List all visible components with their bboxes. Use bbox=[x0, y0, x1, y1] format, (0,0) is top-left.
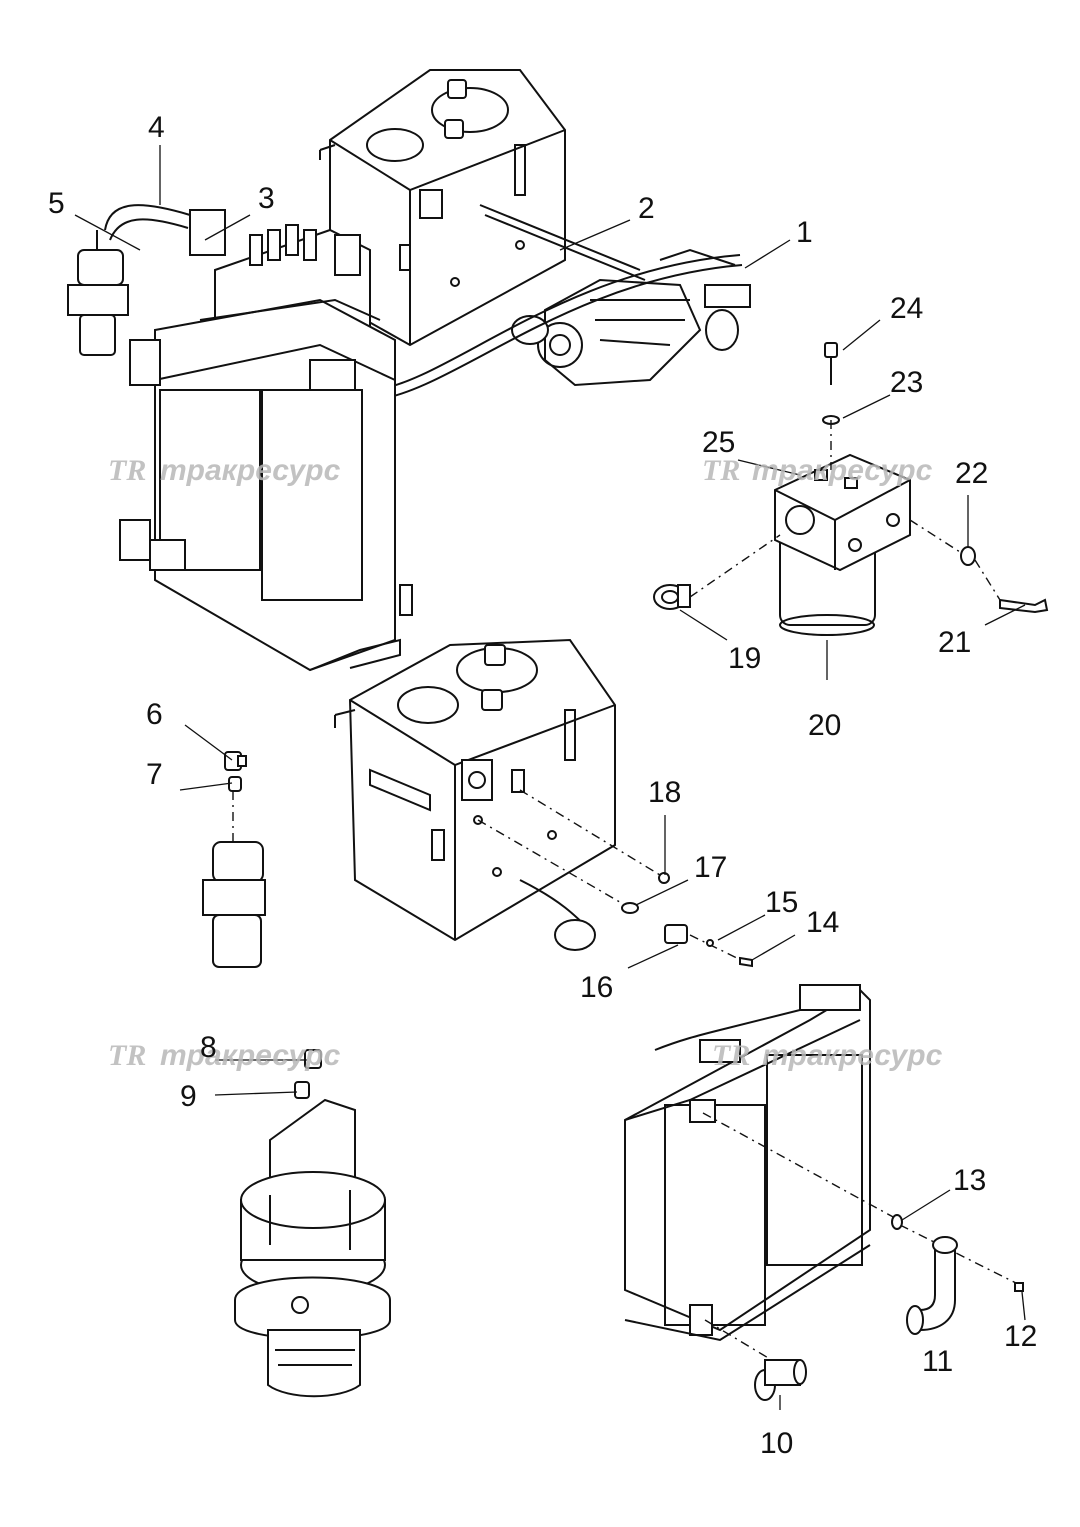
filter-assembly bbox=[653, 342, 1049, 636]
elbow-pipe bbox=[906, 1236, 958, 1335]
callout-13: 13 bbox=[953, 1164, 986, 1197]
callout-23: 23 bbox=[890, 366, 923, 399]
callout-11: 11 bbox=[922, 1345, 953, 1378]
hose bbox=[109, 218, 189, 241]
hydraulic-tank-middle bbox=[334, 638, 616, 951]
valve-block bbox=[664, 924, 688, 944]
watermark-3: TR тракресурс bbox=[108, 1039, 341, 1072]
callout-6: 6 bbox=[146, 698, 163, 731]
callout-2: 2 bbox=[638, 192, 655, 225]
hose bbox=[374, 264, 743, 401]
watermark-text: тракресурс bbox=[160, 454, 341, 487]
hose bbox=[104, 204, 191, 231]
callout-24: 24 bbox=[890, 292, 923, 325]
washer bbox=[706, 939, 714, 947]
callout-19: 19 bbox=[728, 642, 761, 675]
watermark-text: тракресурс bbox=[762, 1039, 943, 1072]
watermark-logo: TR bbox=[712, 1039, 750, 1072]
watermark-1: TR тракресурс bbox=[108, 454, 341, 487]
callout-10: 10 bbox=[760, 1427, 793, 1460]
guide-line bbox=[899, 1224, 1021, 1286]
watermark-2: TR тракресурс bbox=[702, 454, 933, 487]
bolt bbox=[1014, 1282, 1024, 1292]
callout-8: 8 bbox=[200, 1031, 217, 1064]
callout-14: 14 bbox=[806, 906, 839, 939]
callout-17: 17 bbox=[694, 851, 727, 884]
guide-line bbox=[704, 1319, 781, 1366]
bolt bbox=[739, 956, 753, 968]
callout-20: 20 bbox=[808, 709, 841, 742]
o-ring bbox=[658, 872, 670, 884]
swivel-joint bbox=[67, 230, 129, 356]
watermark-text: тракресурс bbox=[752, 454, 933, 487]
pipe bbox=[479, 204, 641, 271]
callout-3: 3 bbox=[258, 182, 275, 215]
pipe-fitting bbox=[754, 1359, 807, 1401]
watermark-logo: TR bbox=[702, 454, 740, 487]
leader-lines bbox=[74, 145, 1026, 1410]
callout-25: 25 bbox=[702, 426, 735, 459]
watermark-logo: TR bbox=[108, 1039, 146, 1072]
swivel-joint-exploded bbox=[202, 751, 266, 968]
callout-16: 16 bbox=[580, 971, 613, 1004]
guide-line bbox=[477, 819, 626, 906]
fitting bbox=[653, 584, 691, 610]
callout-5: 5 bbox=[48, 187, 65, 220]
hydraulic-tank-top bbox=[319, 69, 566, 347]
guide-line bbox=[702, 1112, 896, 1219]
callout-12: 12 bbox=[1004, 1320, 1037, 1353]
guide-line bbox=[519, 789, 661, 876]
callout-4: 4 bbox=[148, 111, 165, 144]
watermark-logo: TR bbox=[108, 454, 146, 487]
o-ring bbox=[891, 1214, 903, 1230]
top-assembly bbox=[67, 69, 751, 672]
o-ring bbox=[621, 902, 639, 914]
callout-labels: 1 2 3 4 5 6 7 8 9 10 11 12 13 14 15 16 1… bbox=[48, 111, 1037, 1460]
watermark-text: тракресурс bbox=[160, 1039, 341, 1072]
swing-motor bbox=[234, 1049, 391, 1398]
o-ring bbox=[960, 546, 976, 566]
watermark-4: TR тракресурс bbox=[712, 1039, 943, 1072]
radiator-top bbox=[119, 298, 413, 672]
hose bbox=[374, 254, 741, 391]
callout-9: 9 bbox=[180, 1080, 197, 1113]
callout-15: 15 bbox=[765, 886, 798, 919]
guide-line bbox=[689, 934, 746, 963]
callout-22: 22 bbox=[955, 457, 988, 490]
bolt bbox=[824, 342, 838, 358]
callout-7: 7 bbox=[146, 758, 163, 791]
callout-21: 21 bbox=[938, 626, 971, 659]
callout-1: 1 bbox=[796, 216, 813, 249]
callout-18: 18 bbox=[648, 776, 681, 809]
